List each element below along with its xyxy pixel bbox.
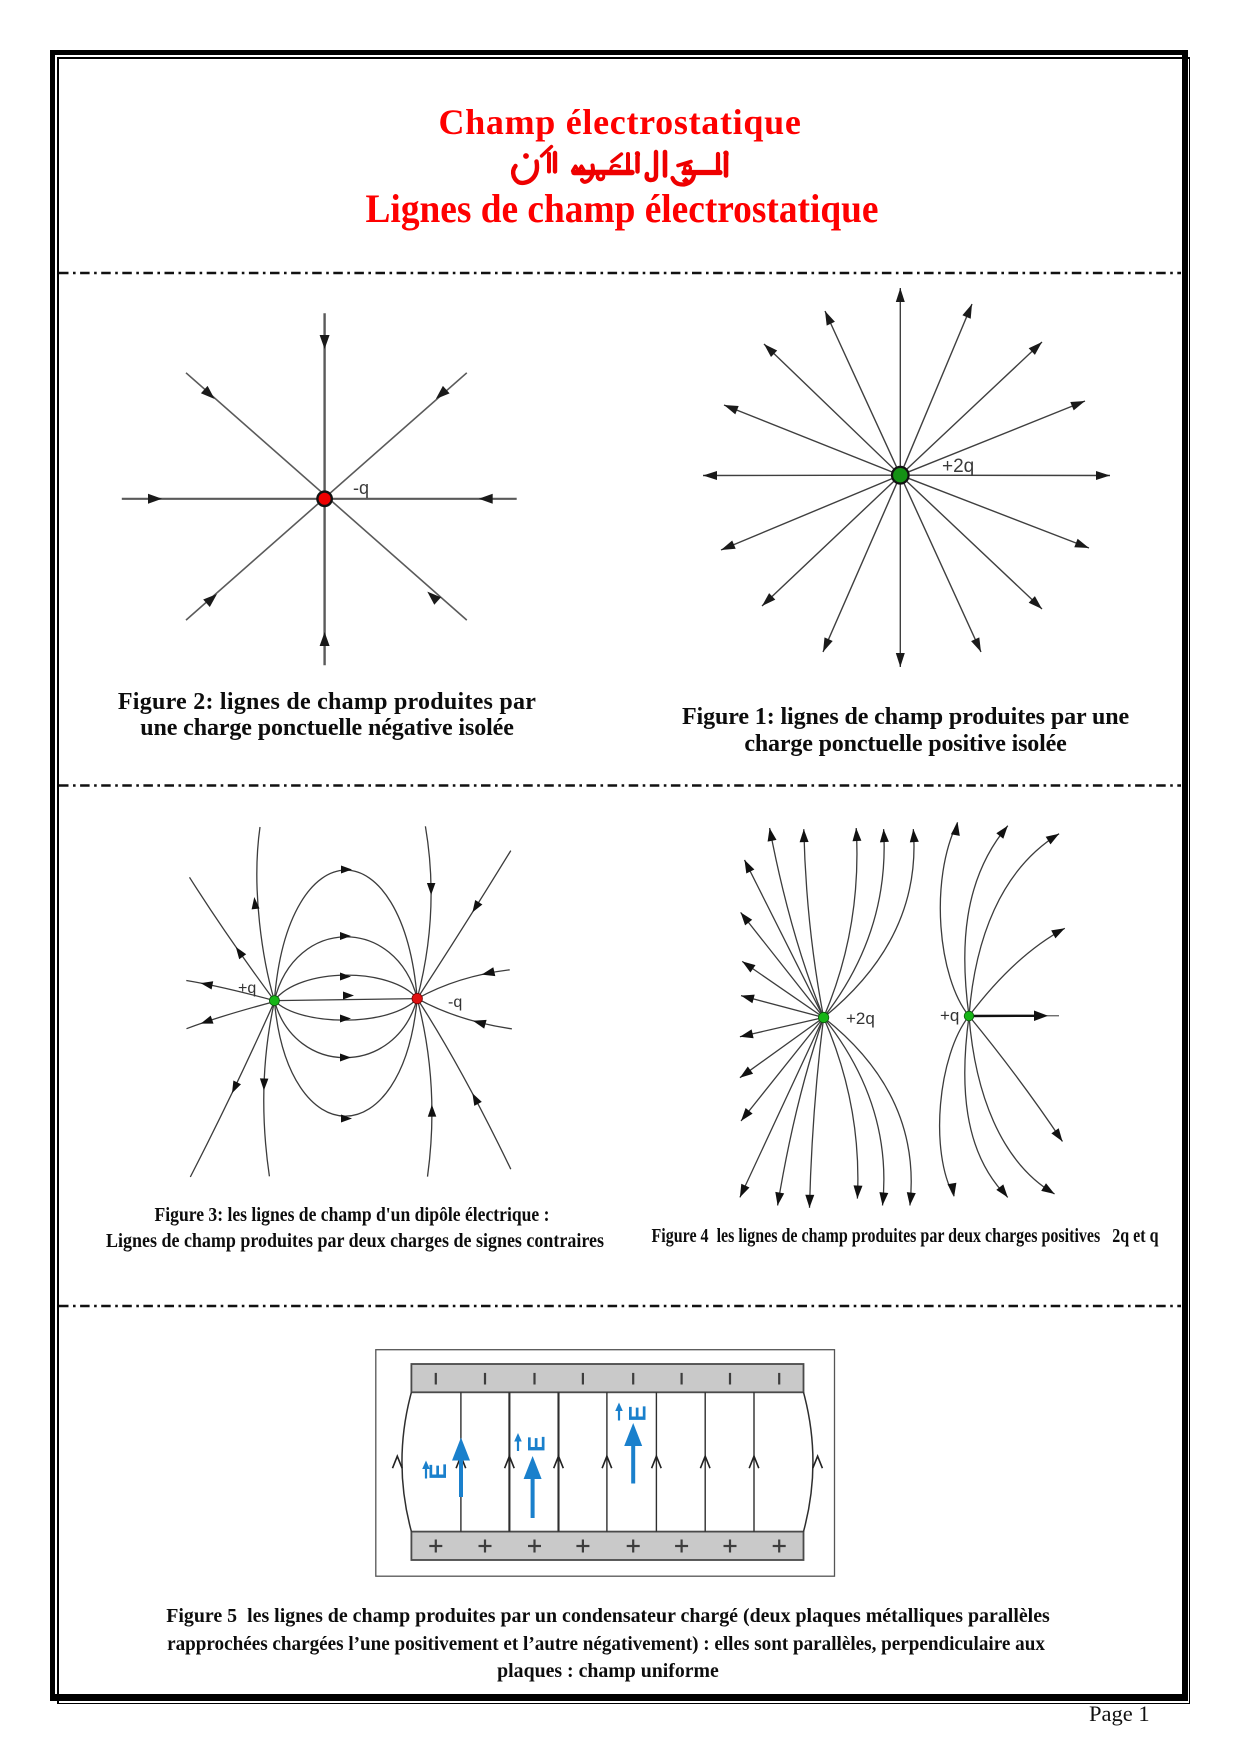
- svg-text:+2q: +2q: [942, 456, 974, 477]
- svg-text:-q: -q: [448, 994, 462, 1011]
- svg-text:E: E: [625, 1405, 652, 1421]
- svg-text:E: E: [524, 1436, 551, 1452]
- svg-text:E: E: [425, 1463, 452, 1479]
- svg-text:+q: +q: [940, 1006, 959, 1025]
- svg-text:+q: +q: [238, 980, 256, 997]
- svg-text:-q: -q: [353, 478, 369, 498]
- svg-text:+2q: +2q: [846, 1009, 875, 1028]
